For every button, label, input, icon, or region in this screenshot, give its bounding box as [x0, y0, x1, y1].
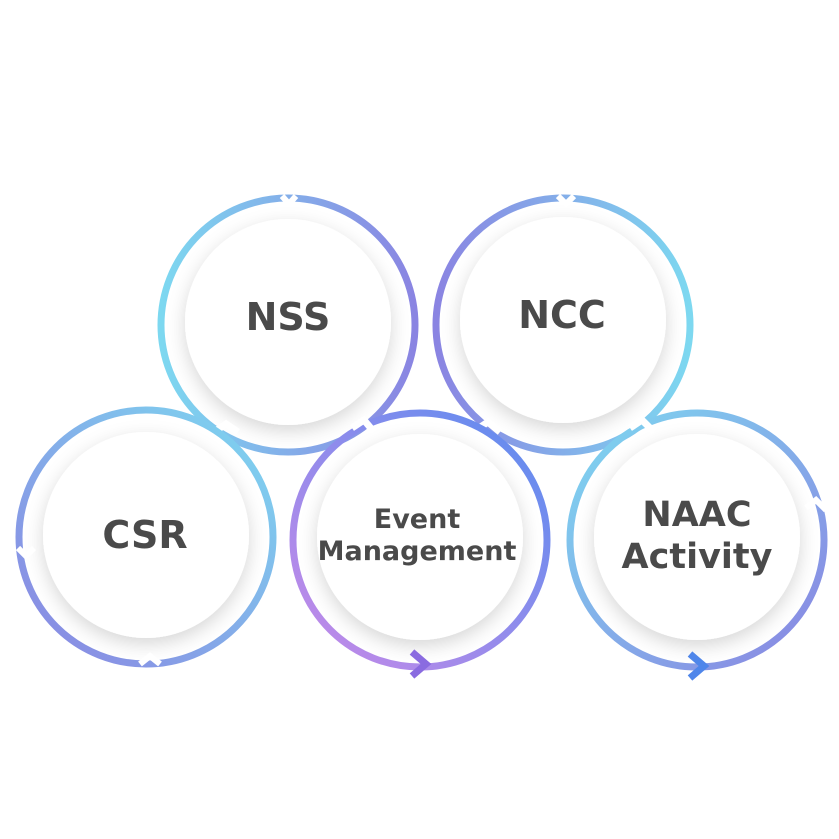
ncc-label: NCC	[518, 293, 606, 338]
csr-ring	[15, 406, 277, 668]
csr-disc	[43, 432, 249, 638]
event-disc	[317, 434, 523, 640]
nss-disc	[185, 219, 391, 425]
node-naac-activity	[566, 409, 829, 681]
ncc-arrow-icon	[555, 193, 577, 209]
nss-ring	[157, 194, 419, 456]
naac-ring	[566, 409, 828, 671]
event-connector-icon	[350, 415, 377, 435]
naac-connector-icon	[628, 415, 657, 435]
naac-arrow-icon	[687, 651, 710, 681]
naac-activity-label: NAAC Activity	[621, 495, 773, 577]
event-arrow-icon	[409, 649, 432, 679]
node-event-management	[289, 409, 551, 679]
nss-arrow-icon	[279, 194, 299, 209]
node-ncc	[432, 193, 694, 456]
event-management-label: Event Management	[317, 503, 517, 567]
csr-arrow-icon	[15, 545, 37, 561]
naac-disc	[594, 434, 800, 640]
csr-label: CSR	[102, 513, 188, 558]
naac-side-arrow-icon	[804, 495, 829, 513]
node-csr	[15, 406, 277, 668]
node-nss	[157, 194, 419, 456]
ncc-disc	[460, 217, 666, 423]
csr-bottom-arrow-icon	[138, 652, 162, 667]
nss-label: NSS	[245, 295, 331, 340]
